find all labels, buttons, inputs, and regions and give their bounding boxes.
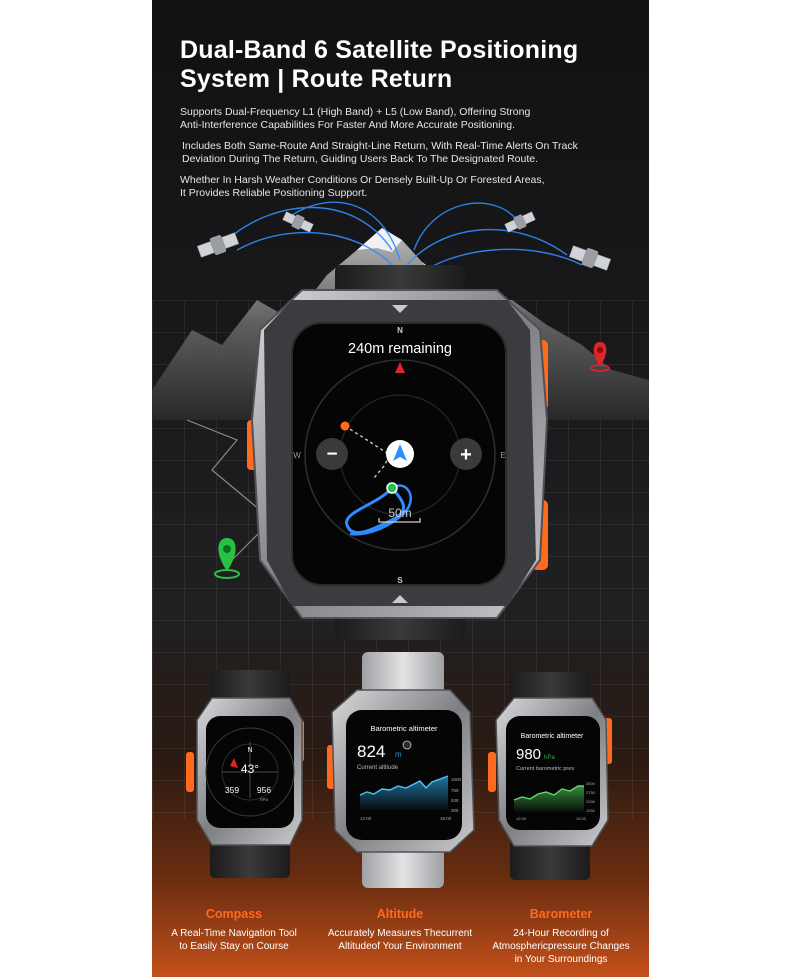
paragraph-2-line-1: Includes Both Same-Route And Straight-Li… [182,140,578,152]
barometer-axis-mid2: 2000 [586,799,596,804]
caption-title: Altitude [376,907,424,921]
altitude-value: 824 [357,742,385,761]
caption-line: Accurately Measures Thecurrent [327,928,473,939]
west-label: W [293,451,301,460]
scale-label: 50m [388,506,411,520]
barometer-unit: hPa [544,755,555,761]
title-line-2: System | Route Return [180,65,453,93]
compass-north-label: N [247,747,252,754]
altitude-axis-mid1: 769 [451,788,459,793]
caption-line: A Real-Time Navigation Tool [171,928,297,939]
zoom-in-button[interactable]: + [450,438,482,470]
compass-watch [186,670,304,878]
barometer-time-start: 12:00 [516,816,527,821]
feature-paragraph-3: Whether In Harsh Weather Conditions Or D… [180,174,630,200]
compass-right-value: 956 [257,785,271,795]
feature-caption-barometer: Barometer 24-Hour Recording of Atmospher… [481,907,641,966]
altitude-axis-mid2: 538 [451,798,459,803]
red-pin-icon [590,342,610,372]
paragraph-2-line-2: Deviation During The Return, Guiding Use… [182,153,539,165]
altitude-label: Current altitude [357,765,399,771]
north-label: N [397,326,403,335]
east-label: E [500,451,505,460]
altitude-time-start: 12:00 [360,816,372,821]
paragraph-3-line-2: It Provides Reliable Positioning Support… [180,187,368,199]
caption-title: Barometer [529,907,593,921]
product-panel: 240m remaining N S W E − + 50m N 43° 359… [152,0,649,977]
title-line-1: Dual-Band 6 Satellite Positioning [180,36,579,64]
barometer-title: Barometric altimeter [521,733,584,740]
navigation-arrow-icon [393,444,407,461]
barometer-label: Current barometric pres [516,766,574,772]
feature-caption-altitude: Altitude Accurately Measures Thecurrent … [320,907,480,953]
feature-caption-compass: Compass A Real-Time Navigation Tool to E… [154,907,314,953]
compass-heading: 43° [241,762,259,776]
barometer-axis-top: 3500 [586,781,596,786]
caption-line: to Easily Stay on Course [179,941,289,952]
caption-line: in Your Surroundings [514,954,608,965]
barometer-axis-mid1: 2750 [586,790,596,795]
altitude-watch [327,652,475,888]
paragraph-3-line-1: Whether In Harsh Weather Conditions Or D… [180,174,545,186]
satellite-icon [196,232,240,258]
paragraph-1-line-2: Anti-Interference Capabilities For Faste… [180,119,515,131]
compass-right-unit: hPa [260,797,269,802]
altitude-title: Barometric altimeter [370,724,438,733]
current-point-marker [386,482,398,494]
altitude-time-end: 16:00 [440,816,452,821]
feature-paragraph-2: Includes Both Same-Route And Straight-Li… [182,140,632,166]
altitude-axis-bottom: 308 [451,808,459,813]
illustration: 240m remaining N S W E − + 50m N 43° 359… [152,201,649,888]
page-title: Dual-Band 6 Satellite Positioning System… [180,36,630,94]
remaining-distance: 240m remaining [348,341,452,357]
barometer-axis-bottom: 1250 [586,808,596,813]
satellite-icon [282,211,314,233]
track-line [186,419,273,561]
paragraph-1-line-1: Supports Dual-Frequency L1 (High Band) +… [180,106,531,118]
barometer-watch [488,672,612,880]
south-label: S [397,576,403,585]
compass-left-value: 359 [225,785,239,795]
zoom-in-label: + [460,444,472,466]
altitude-unit: m [395,750,402,759]
caption-line: Altitudeof Your Environment [338,941,462,952]
caption-line: Atmosphericpressure Changes [492,941,630,952]
satellite-icon [504,211,536,233]
barometer-value: 980 [516,746,541,763]
green-pin-icon [214,538,240,579]
altitude-axis-top: 1000 [451,777,462,782]
location-arrow-button[interactable] [386,440,414,468]
barometer-time-end: 16:00 [576,816,587,821]
zoom-out-button[interactable]: − [316,438,348,470]
start-point-marker [340,421,350,431]
zoom-out-label: − [326,444,337,465]
satellite-icon [568,245,612,271]
caption-line: 24-Hour Recording of [513,928,609,939]
caption-title: Compass [205,907,263,921]
feature-paragraph-1: Supports Dual-Frequency L1 (High Band) +… [180,106,630,132]
